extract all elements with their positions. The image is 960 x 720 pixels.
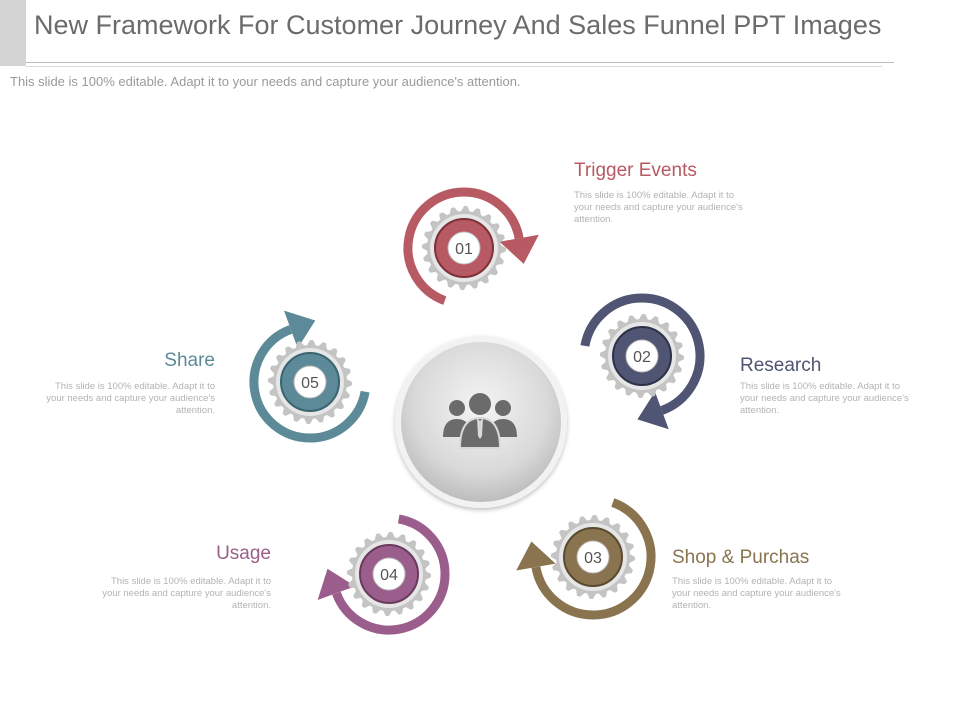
- step-number-shop-purchase: 03: [584, 550, 602, 567]
- cycle-arrow-shop-purchase: [531, 498, 656, 620]
- cycle-research: 02: [580, 293, 705, 430]
- step-title-share: Share: [164, 350, 215, 371]
- cycle-usage: 04: [317, 514, 450, 635]
- people-group-icon: [443, 393, 517, 449]
- step-description-research: This slide is 100% editable. Adapt it to…: [740, 381, 909, 416]
- title-accent-bar: [0, 0, 26, 66]
- arrowhead-icon: [317, 568, 356, 600]
- cycle-arrow-trigger-events: [403, 187, 524, 305]
- step-description-trigger-events: This slide is 100% editable. Adapt it to…: [574, 190, 743, 225]
- step-number-research: 02: [633, 349, 651, 366]
- step-title-shop-purchase: Shop & Purchas: [672, 547, 810, 568]
- cycle-shop-purchase: 03: [516, 498, 656, 620]
- title-divider: [26, 62, 894, 63]
- arrowhead-icon: [637, 391, 669, 430]
- step-description-usage: This slide is 100% editable. Adapt it to…: [102, 576, 271, 611]
- cycle-arrow-usage: [332, 514, 450, 635]
- page-subtitle: This slide is 100% editable. Adapt it to…: [10, 74, 521, 89]
- step-title-research: Research: [740, 355, 822, 376]
- step-number-share: 05: [301, 375, 319, 392]
- step-description-share: This slide is 100% editable. Adapt it to…: [46, 381, 215, 416]
- cycle-arrow-research: [580, 293, 705, 415]
- step-number-usage: 04: [380, 567, 398, 584]
- arrowhead-icon: [499, 234, 539, 264]
- cycle-arrow-share: [249, 325, 370, 443]
- cycle-share: 05: [249, 310, 370, 443]
- arrowhead-icon: [284, 310, 316, 349]
- center-hub: [395, 336, 567, 508]
- arrowhead-icon: [516, 541, 556, 571]
- title-divider-secondary: [26, 66, 882, 67]
- page-title: New Framework For Customer Journey And S…: [34, 10, 882, 40]
- step-title-trigger-events: Trigger Events: [574, 160, 697, 181]
- step-title-usage: Usage: [216, 543, 271, 564]
- step-number-trigger-events: 01: [455, 241, 473, 258]
- cycle-trigger-events: 01: [403, 187, 539, 305]
- step-description-shop-purchase: This slide is 100% editable. Adapt it to…: [672, 576, 841, 611]
